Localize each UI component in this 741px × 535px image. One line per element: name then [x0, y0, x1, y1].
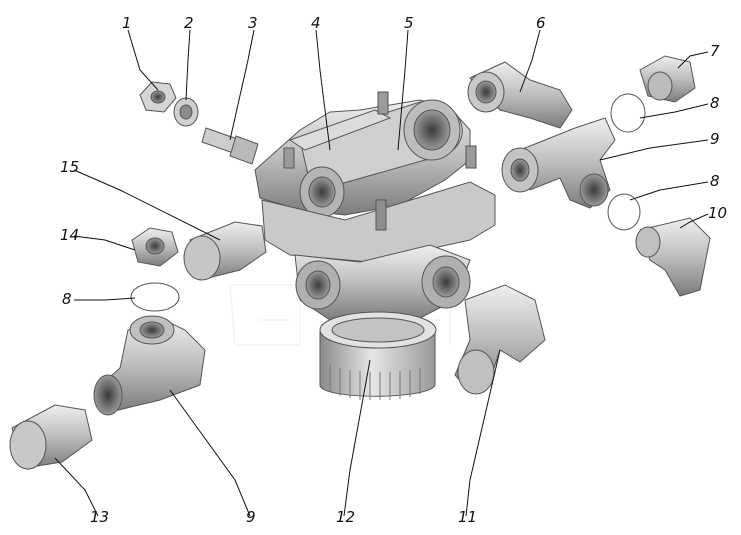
straight-fitting-bottom-left: [9, 404, 93, 470]
callout-labels: 1 2 3 4 5 6 7 8 9 8 10 15 14 8 13 9 12 1…: [60, 14, 727, 526]
callout-11: 11: [458, 508, 477, 526]
callout-8-middle: 8: [710, 172, 720, 190]
callout-14: 14: [60, 226, 79, 244]
fitting-nut-top: [639, 55, 696, 103]
callout-8-top: 8: [710, 94, 720, 112]
seal-ring-top: [610, 93, 646, 133]
tee-fitting-left: [93, 315, 206, 416]
callout-4: 4: [311, 14, 321, 32]
callout-7: 7: [710, 42, 720, 60]
callout-5: 5: [404, 14, 414, 32]
straight-fitting-left: [183, 221, 267, 281]
elbow-fitting-top: [467, 61, 573, 129]
callout-1: 1: [122, 14, 132, 32]
bolt-part: [201, 127, 259, 165]
bottom-cap: [319, 311, 437, 400]
seal-ring-middle: [607, 193, 641, 231]
callout-8-left: 8: [62, 290, 72, 308]
elbow-fitting-right: [454, 284, 546, 395]
callout-10: 10: [708, 204, 727, 222]
callout-12: 12: [336, 508, 355, 526]
tee-fitting-top: [501, 117, 616, 209]
valve-body: [254, 91, 496, 321]
plug-nut: [131, 227, 179, 267]
callout-15: 15: [60, 158, 79, 176]
washer-part: [173, 97, 199, 127]
callout-6: 6: [536, 14, 546, 32]
callout-9-top: 9: [710, 130, 720, 148]
callout-3: 3: [248, 14, 258, 32]
nut-part: [139, 81, 177, 113]
callout-9-bottom: 9: [246, 508, 256, 526]
seal-ring-left: [130, 282, 180, 312]
callout-13: 13: [90, 508, 109, 526]
quick-connector: [635, 217, 711, 297]
callout-2: 2: [184, 14, 194, 32]
leader-lines: [54, 29, 709, 517]
